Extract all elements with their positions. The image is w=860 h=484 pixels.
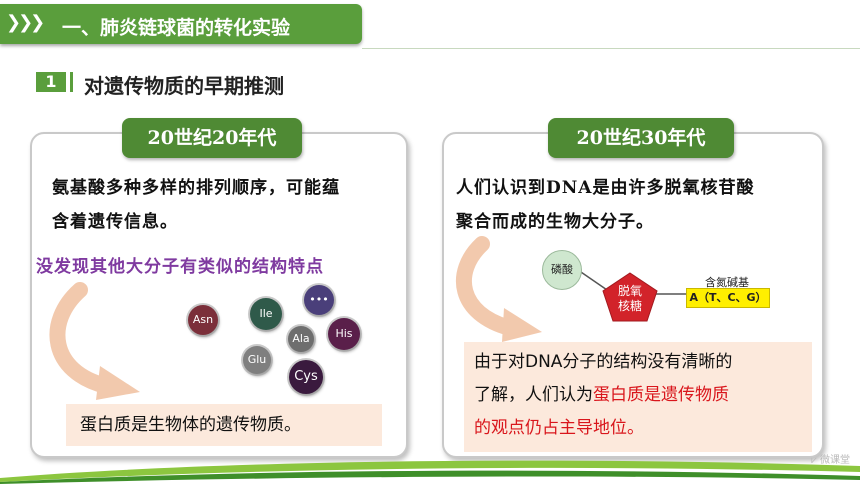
watermark: ⩗ 微课堂 (811, 455, 850, 466)
nucleotide-bonds (577, 269, 686, 295)
amino-acid-ellipsis: ••• (304, 285, 334, 315)
phosphate-node: 磷酸 (542, 250, 582, 290)
curved-arrow-icon (49, 282, 140, 400)
right-conclusion-line-3: 的观点仍占主导地位。 (474, 418, 644, 438)
right-conclusion-highlight: 蛋白质是遗传物质 (593, 385, 729, 405)
amino-acid-glu: Glu (243, 346, 271, 374)
right-conclusion-line-1: 由于对DNA分子的结构没有清晰的 (474, 352, 733, 372)
right-conclusion-line-2: 了解，人们认为蛋白质是遗传物质 (474, 385, 729, 405)
section-title: 对遗传物质的早期推测 (84, 74, 284, 98)
amino-acid-his: His (328, 318, 360, 350)
base-value: A（T、C、G） (686, 288, 770, 308)
header-bar: ❯❯❯ 一、肺炎链球菌的转化实验 (0, 4, 362, 44)
right-line-2: 聚合而成的生物大分子。 (456, 212, 654, 232)
section-number: 1 (36, 72, 66, 92)
left-note: 没发现其他大分子有类似的结构特点 (36, 257, 324, 277)
left-conclusion: 蛋白质是生物体的遗传物质。 (66, 404, 382, 446)
chevron-icon: ❯❯❯ (6, 12, 45, 33)
sugar-label: 脱氧 核糖 (617, 284, 642, 313)
section-divider (70, 72, 73, 92)
amino-acid-ile: Ile (250, 298, 282, 330)
amino-acid-asn: Asn (188, 305, 218, 335)
amino-acid-cys: Cys (289, 360, 323, 394)
base-title: 含氮碱基 (705, 276, 749, 289)
header-divider (362, 48, 860, 49)
curved-arrow-icon (455, 236, 542, 342)
left-line-1: 氨基酸多种多样的排列顺序，可能蕴 (52, 178, 340, 198)
bottom-swoosh (0, 460, 860, 484)
page-title: 一、肺炎链球菌的转化实验 (62, 17, 291, 39)
right-line-1: 人们认识到DNA是由许多脱氧核苷酸 (456, 178, 755, 198)
left-card (30, 132, 408, 458)
right-conclusion: 由于对DNA分子的结构没有清晰的 了解，人们认为蛋白质是遗传物质 的观点仍占主导… (464, 342, 812, 452)
amino-acid-ala: Ala (288, 326, 314, 352)
left-line-2: 含着遗传信息。 (52, 212, 178, 232)
left-era-tab: 20世纪20年代 (122, 118, 302, 158)
sugar-pentagon-icon (602, 272, 658, 322)
right-era-tab: 20世纪30年代 (548, 118, 734, 158)
